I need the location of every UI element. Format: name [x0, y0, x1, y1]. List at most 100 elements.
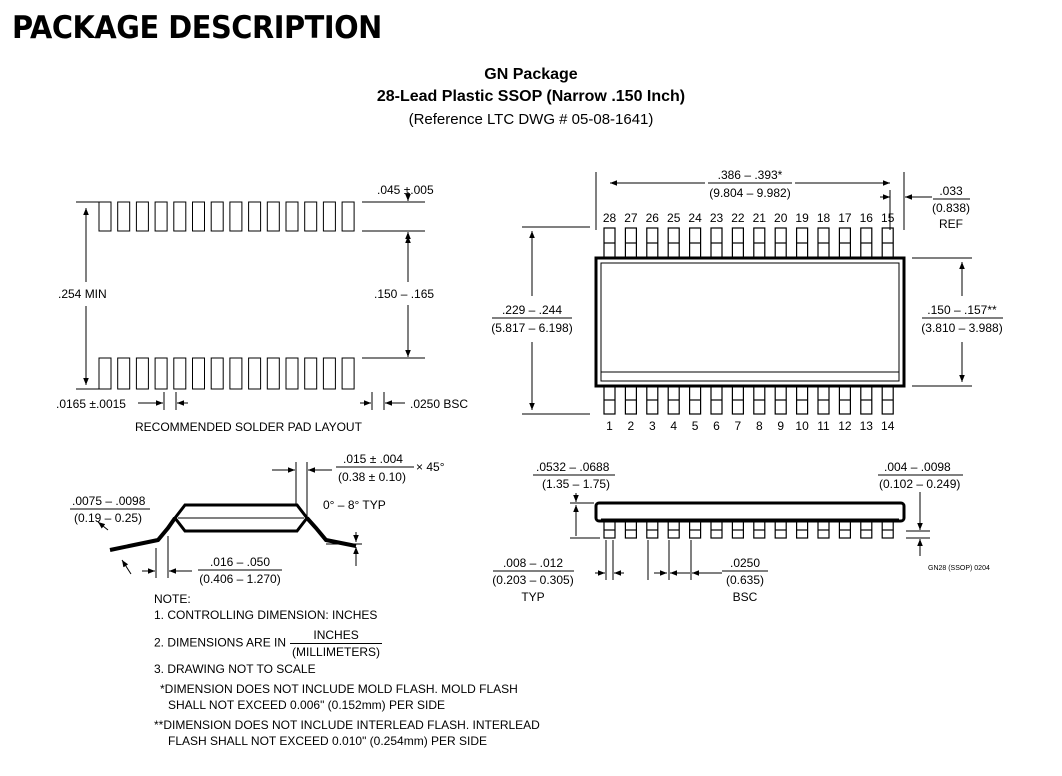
- pin-number: 19: [795, 211, 809, 225]
- pin-number: 20: [774, 211, 788, 225]
- pin-number: 24: [688, 211, 702, 225]
- overall-span-dim: .254 MIN: [58, 287, 107, 301]
- foot-length-mm-dim: (0.406 – 1.270): [199, 572, 280, 586]
- ref-mm-dim: (0.838): [932, 201, 970, 215]
- pin-number: 25: [667, 211, 681, 225]
- height-mm-dim: (1.35 – 1.75): [542, 477, 610, 491]
- solder-pad: [304, 201, 318, 232]
- pad-pitch-dim: .0250 BSC: [410, 397, 468, 411]
- lead-width-label: TYP: [521, 590, 544, 604]
- pin-number: 5: [692, 419, 699, 433]
- pin-number: 26: [646, 211, 660, 225]
- solder-pad: [117, 201, 131, 232]
- notes-heading: NOTE:: [154, 592, 191, 606]
- note-2-fraction: INCHES(MILLIMETERS): [290, 627, 383, 660]
- pin-number: 27: [624, 211, 638, 225]
- top-view-pins-top-row: [603, 227, 894, 259]
- standoff-mm-dim: (0.102 – 0.249): [879, 477, 960, 491]
- pad-length-dim: .045 ±.005: [377, 183, 434, 197]
- package-reference: (Reference LTC DWG # 05-08-1641): [408, 111, 654, 128]
- pin-number: 3: [649, 419, 656, 433]
- chamfer-angle: × 45°: [416, 460, 445, 474]
- solder-pad: [135, 357, 149, 390]
- package-name: GN Package: [484, 66, 578, 83]
- inner-span-dim: .150 – .165: [374, 287, 434, 301]
- solder-pad: [98, 201, 112, 232]
- solder-pad: [173, 357, 187, 390]
- top-pin-numbers: 28 27 26 25 24 23 22 21 20 19 18 17 16 15: [603, 211, 895, 225]
- pin-number: 18: [817, 211, 831, 225]
- notes-block: NOTE: 1. CONTROLLING DIMENSION: INCHES 2…: [154, 591, 540, 749]
- pin-number: 6: [713, 419, 720, 433]
- pin-number: 13: [860, 419, 874, 433]
- package-description: 28-Lead Plastic SSOP (Narrow .150 Inch): [376, 88, 686, 105]
- note-star-2a: **DIMENSION DOES NOT INCLUDE INTERLEAD F…: [154, 718, 540, 732]
- note-2-denominator: (MILLIMETERS): [292, 645, 381, 659]
- note-star-1b: SHALL NOT EXCEED 0.006" (0.152mm) PER SI…: [168, 698, 446, 712]
- body-width-in-dim: .150 – .157**: [927, 303, 997, 317]
- solder-pad: [322, 357, 336, 390]
- note-star-2b: FLASH SHALL NOT EXCEED 0.010" (0.254mm) …: [168, 734, 488, 748]
- lead-thickness-in-dim: .0075 – .0098: [72, 494, 146, 508]
- lead-width-mm-dim: (0.203 – 0.305): [492, 573, 573, 587]
- solder-pad: [135, 201, 149, 232]
- pin-number: 12: [838, 419, 852, 433]
- solder-pad: [341, 201, 355, 232]
- pin-number: 21: [753, 211, 767, 225]
- pitch-label: BSC: [733, 590, 758, 604]
- pin-number: 22: [731, 211, 745, 225]
- pin-number: 4: [670, 419, 677, 433]
- drawing-code: GN28 (SSOP) 0204: [928, 565, 990, 572]
- ref-label: REF: [939, 217, 963, 231]
- solder-pad: [229, 357, 243, 390]
- side-view: [97, 462, 362, 578]
- pin-number: 7: [735, 419, 742, 433]
- note-star-1a: *DIMENSION DOES NOT INCLUDE MOLD FLASH. …: [160, 682, 518, 696]
- note-3: 3. DRAWING NOT TO SCALE: [154, 662, 316, 676]
- front-view-leads: [603, 520, 894, 539]
- top-view-pins-bottom-row: [603, 385, 894, 415]
- pad-width-dim: .0165 ±.0015: [56, 397, 126, 411]
- pin-number: 28: [603, 211, 617, 225]
- solder-pads-top-row: [98, 201, 355, 232]
- pin-number: 17: [838, 211, 852, 225]
- solder-pad: [266, 357, 280, 390]
- solder-pad: [154, 357, 168, 390]
- solder-pad: [98, 357, 112, 390]
- length-mm-dim: (9.804 – 9.982): [709, 186, 790, 200]
- pin-number: 1: [606, 419, 613, 433]
- solder-pad-caption: RECOMMENDED SOLDER PAD LAYOUT: [135, 420, 363, 434]
- solder-pad: [192, 201, 205, 232]
- width-in-dim: .229 – .244: [502, 303, 562, 317]
- foot-length-in-dim: .016 – .050: [210, 555, 270, 569]
- pin-number: 16: [860, 211, 874, 225]
- body-width-mm-dim: (3.810 – 3.988): [921, 321, 1002, 335]
- solder-pad: [210, 201, 224, 232]
- solder-pad: [173, 201, 187, 232]
- standoff-in-dim: .004 – .0098: [884, 460, 951, 474]
- pin-number: 9: [777, 419, 784, 433]
- top-view: [522, 172, 972, 415]
- note-2-prefix: 2. DIMENSIONS ARE IN: [154, 635, 287, 650]
- note-1: 1. CONTROLLING DIMENSION: INCHES: [154, 608, 378, 622]
- solder-pad: [248, 357, 262, 390]
- pin-number: 23: [710, 211, 724, 225]
- height-in-dim: .0532 – .0688: [536, 460, 610, 474]
- pitch-mm-dim: (0.635): [726, 573, 764, 587]
- solder-pad: [192, 357, 205, 390]
- lead-angle-dim: 0° – 8° TYP: [323, 498, 386, 512]
- front-view: [570, 492, 930, 580]
- pin-number: 2: [628, 419, 635, 433]
- pin-number: 15: [881, 211, 895, 225]
- solder-pad: [248, 201, 262, 232]
- width-mm-dim: (5.817 – 6.198): [491, 321, 572, 335]
- solder-pad: [285, 357, 299, 390]
- pin-number: 14: [881, 419, 895, 433]
- ref-in-dim: .033: [939, 184, 963, 198]
- solder-pad: [210, 357, 224, 390]
- solder-pad: [285, 201, 299, 232]
- solder-pad-layout: [76, 192, 425, 410]
